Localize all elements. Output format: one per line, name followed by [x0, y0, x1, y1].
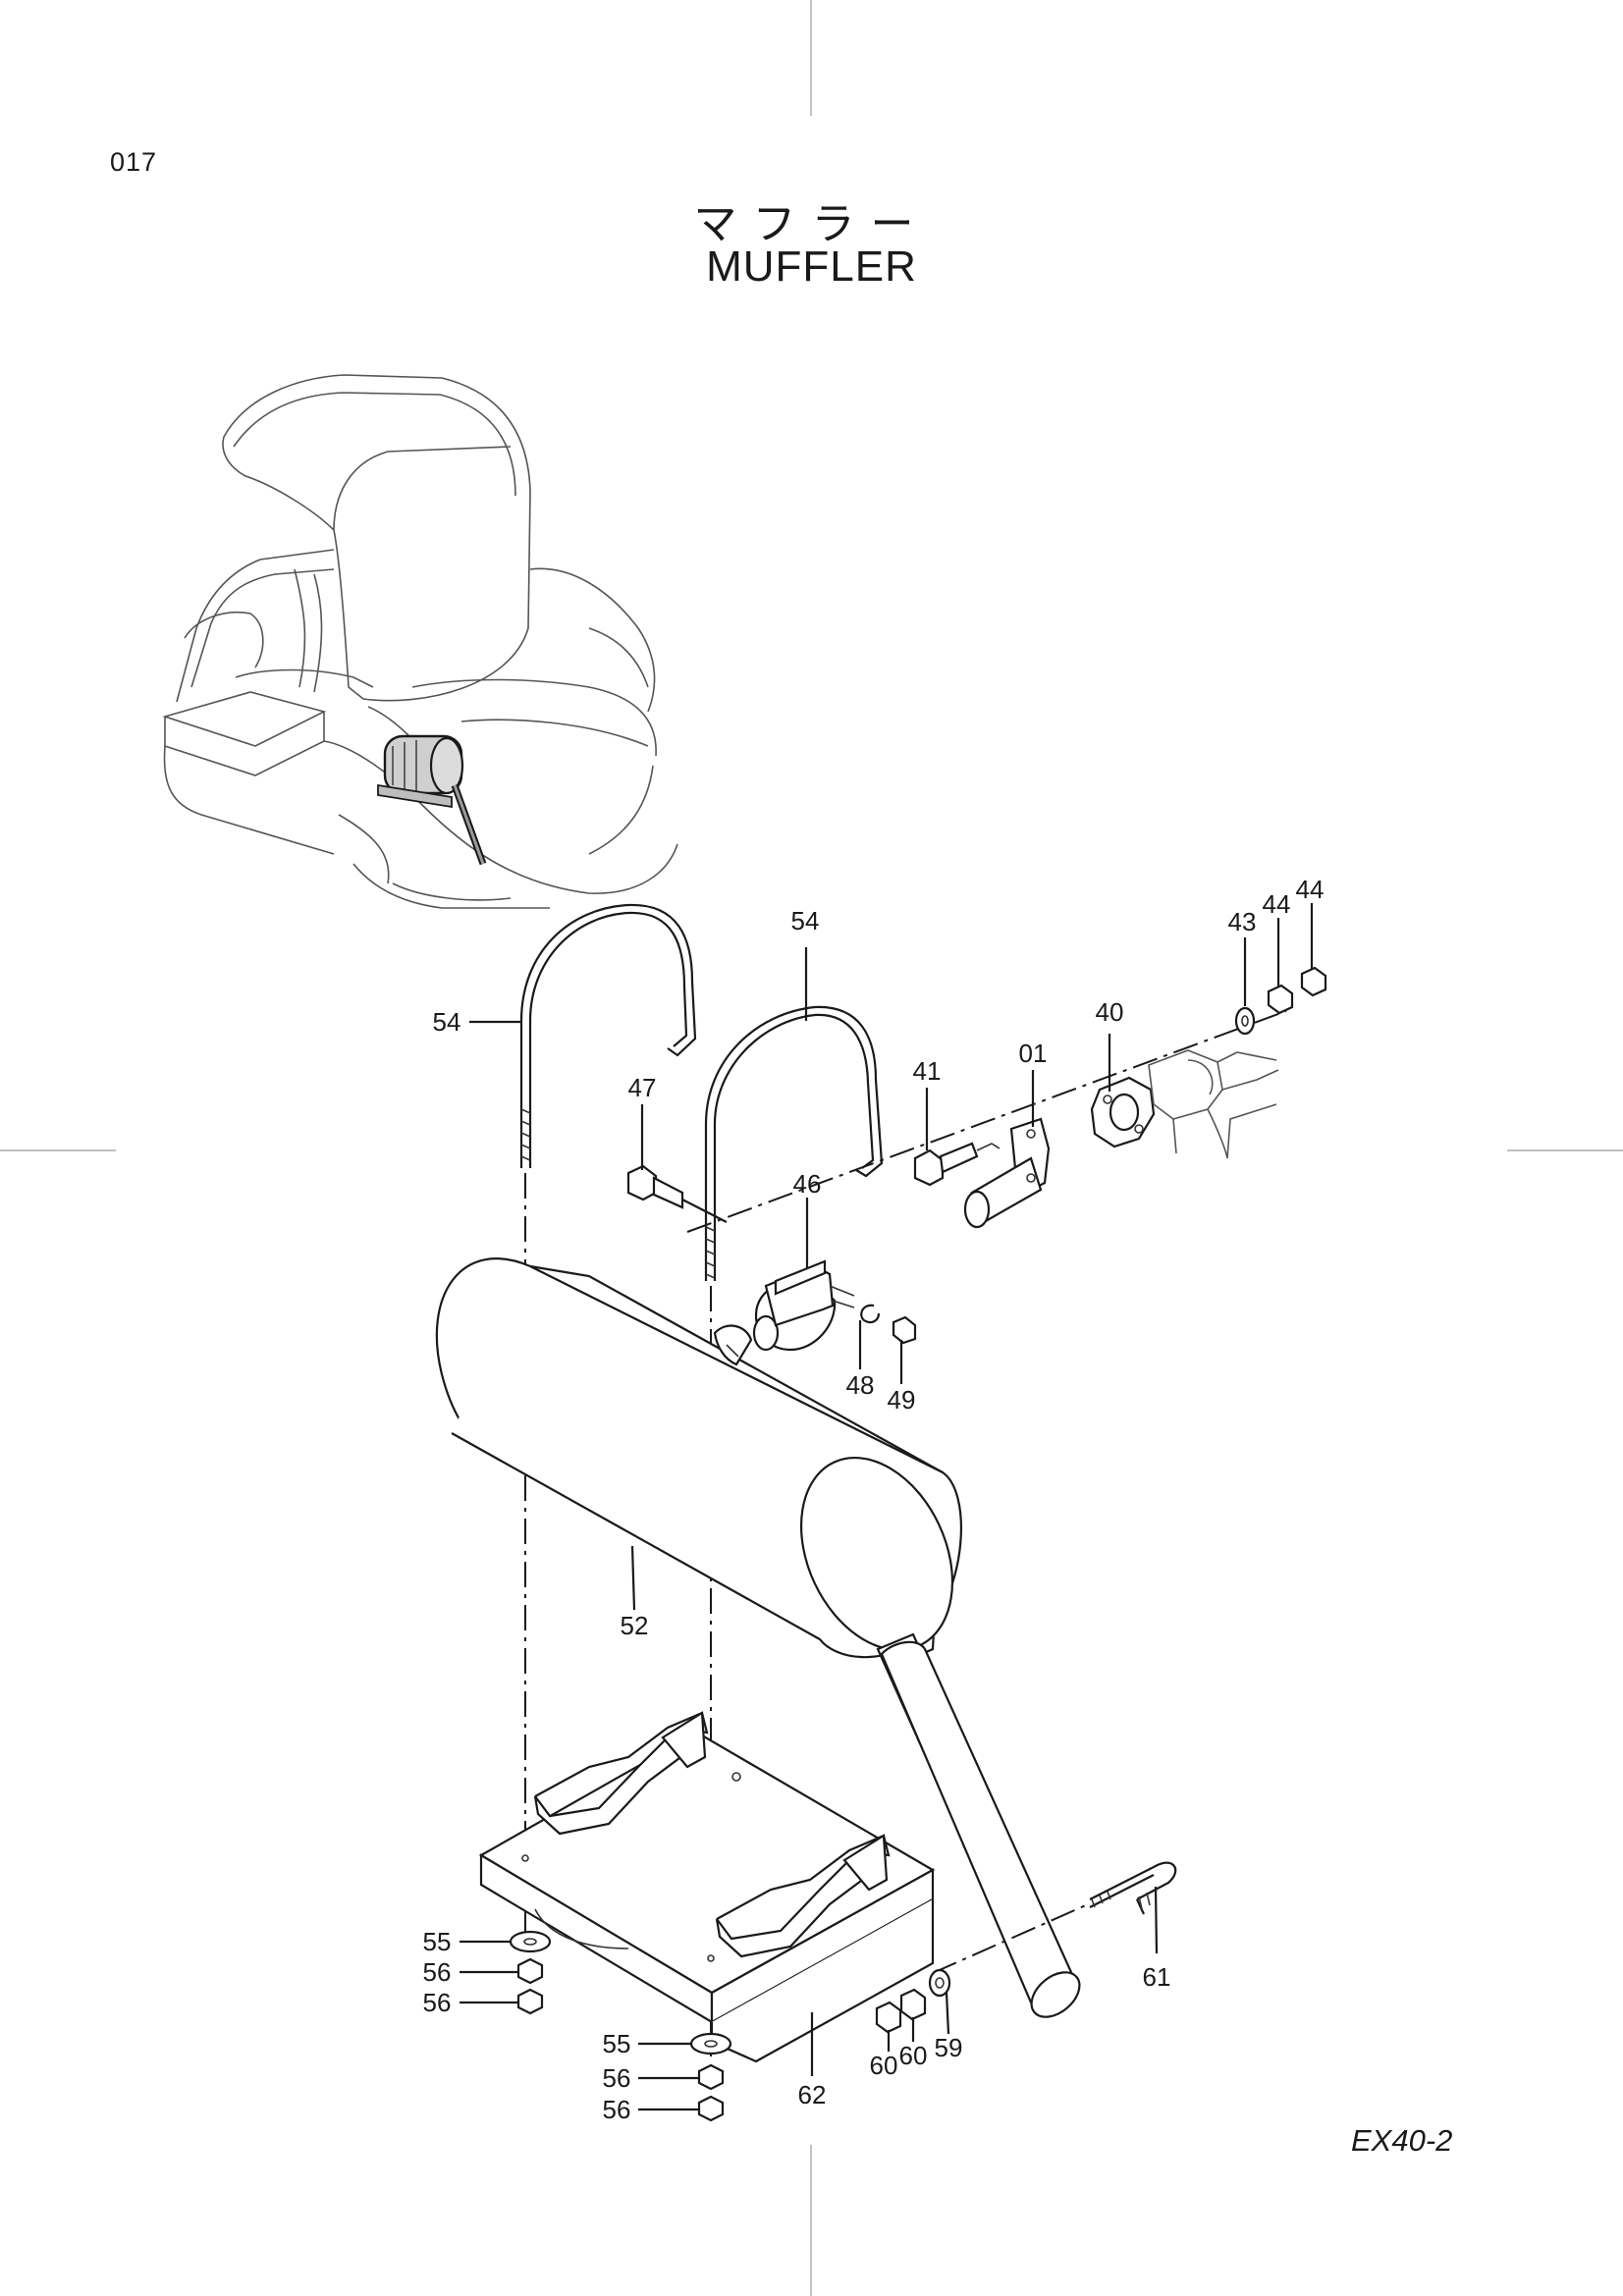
- nut-56-left-upper: [516, 1957, 544, 1985]
- callout-01: 01: [1019, 1039, 1048, 1068]
- callout-52: 52: [621, 1611, 649, 1640]
- exhaust-pipe-01: [963, 1117, 1051, 1229]
- u-bolt-61-centerline: [932, 1903, 1089, 1974]
- excavator-location-illustration: [162, 374, 678, 909]
- nut-49: [892, 1315, 917, 1345]
- callout-40: 40: [1096, 997, 1124, 1027]
- washer-43: [1234, 1006, 1256, 1036]
- callout-48: 48: [846, 1370, 875, 1400]
- nut-44-a: [1267, 984, 1294, 1015]
- callout-62: 62: [798, 2080, 827, 2109]
- callout-56-left-upper: 56: [423, 1957, 452, 1987]
- callout-41: 41: [913, 1056, 942, 1086]
- washer-55-left: [509, 1930, 552, 1953]
- callout-59: 59: [935, 2033, 963, 2062]
- callout-55-right: 55: [603, 2029, 631, 2058]
- callout-54-right: 54: [791, 906, 820, 935]
- page-title-japanese: マフラー: [693, 199, 930, 249]
- mount-bracket-62: [478, 1711, 936, 2063]
- nut-60-b: [875, 2001, 902, 2034]
- callout-61: 61: [1143, 1962, 1171, 1992]
- callout-55-left: 55: [423, 1927, 452, 1956]
- nut-56-left-lower: [516, 1988, 544, 2015]
- callout-46: 46: [793, 1169, 822, 1199]
- callout-60-b: 60: [870, 2051, 898, 2080]
- bolt-41: [913, 1142, 1001, 1187]
- leader-lines: [460, 903, 1314, 2111]
- nut-60-a: [899, 1988, 927, 2021]
- callout-44-b: 44: [1296, 875, 1325, 904]
- clamp-46: [752, 1259, 855, 1352]
- exhaust-centerline: [686, 1010, 1287, 1233]
- gasket-40: [1090, 1076, 1156, 1148]
- page-number: 017: [110, 147, 158, 177]
- engine-manifold-flange: [1148, 1049, 1279, 1159]
- callout-44-a: 44: [1263, 889, 1291, 919]
- u-bolt-61: [1089, 1861, 1177, 1915]
- page-title-english: MUFFLER: [706, 242, 917, 291]
- u-bolt-54-left: [519, 903, 697, 1168]
- bolt-47: [626, 1164, 728, 1223]
- callout-56-left-lower: 56: [423, 1988, 452, 2017]
- model-code: EX40-2: [1351, 2123, 1453, 2158]
- washer-59: [928, 1968, 951, 1998]
- callout-49: 49: [888, 1385, 916, 1415]
- tail-pipe: [880, 1640, 1081, 2018]
- callout-43: 43: [1228, 907, 1257, 936]
- callout-60-a: 60: [899, 2041, 928, 2070]
- callout-56-right-upper: 56: [603, 2063, 631, 2093]
- callout-54-left: 54: [433, 1007, 461, 1037]
- callout-47: 47: [628, 1073, 657, 1102]
- callout-56-right-lower: 56: [603, 2095, 631, 2124]
- nut-44-b: [1300, 966, 1327, 997]
- nut-56-right-upper: [697, 2063, 725, 2091]
- snap-ring-48: [860, 1304, 881, 1324]
- u-bolt-54-right: [704, 1005, 884, 1281]
- nut-56-right-lower: [697, 2095, 725, 2122]
- washer-55-right: [689, 2032, 732, 2056]
